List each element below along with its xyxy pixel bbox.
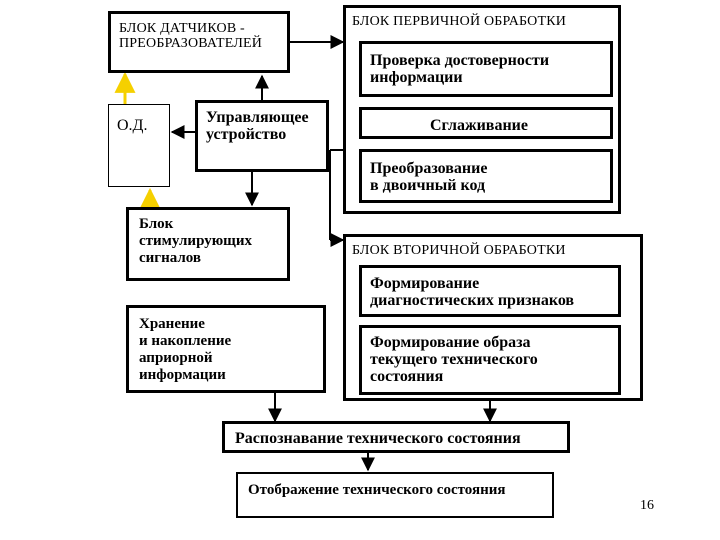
stimuli-block: Блок стимулирующих сигналов (126, 207, 290, 281)
object-label: О.Д. (117, 117, 148, 134)
page-number: 16 (640, 498, 654, 513)
storage-block: Хранение и накопление априорной информац… (126, 305, 326, 393)
display-label: Отображение технического состояния (248, 482, 506, 498)
object-block: О.Д. (108, 104, 170, 187)
display-block: Отображение технического состояния (236, 472, 554, 518)
primary-title: БЛОК ПЕРВИЧНОЙ ОБРАБОТКИ (352, 14, 567, 29)
secondary-item-features: Формирование диагностических признаков (359, 265, 621, 317)
controller-block: Управляющее устройство (195, 100, 329, 172)
secondary-item-label: Формирование диагностических признаков (370, 275, 575, 309)
sensors-block: БЛОК ДАТЧИКОВ - ПРЕОБРАЗОВАТЕЛЕЙ (108, 11, 290, 73)
primary-item-smoothing: Сглаживание (359, 107, 613, 139)
primary-processing-block: БЛОК ПЕРВИЧНОЙ ОБРАБОТКИ Проверка достов… (343, 5, 621, 214)
primary-item-binary: Преобразование в двоичный код (359, 149, 613, 203)
secondary-item-image: Формирование образа текущего техническог… (359, 325, 621, 395)
controller-label: Управляющее устройство (206, 109, 309, 143)
secondary-title: БЛОК ВТОРИЧНОЙ ОБРАБОТКИ (352, 243, 566, 258)
primary-item-label: Сглаживание (430, 117, 528, 134)
recognition-block: Распознавание технического состояния (222, 421, 570, 453)
primary-item-validity: Проверка достоверности информации (359, 41, 613, 97)
primary-item-label: Проверка достоверности информации (370, 52, 550, 86)
secondary-processing-block: БЛОК ВТОРИЧНОЙ ОБРАБОТКИ Формирование ди… (343, 234, 643, 401)
secondary-item-label: Формирование образа текущего техническог… (370, 334, 538, 385)
storage-label: Хранение и накопление априорной информац… (139, 316, 232, 383)
primary-item-label: Преобразование в двоичный код (370, 160, 488, 194)
stimuli-label: Блок стимулирующих сигналов (139, 216, 252, 266)
sensors-label: БЛОК ДАТЧИКОВ - ПРЕОБРАЗОВАТЕЛЕЙ (119, 21, 263, 51)
recognition-label: Распознавание технического состояния (235, 430, 521, 447)
